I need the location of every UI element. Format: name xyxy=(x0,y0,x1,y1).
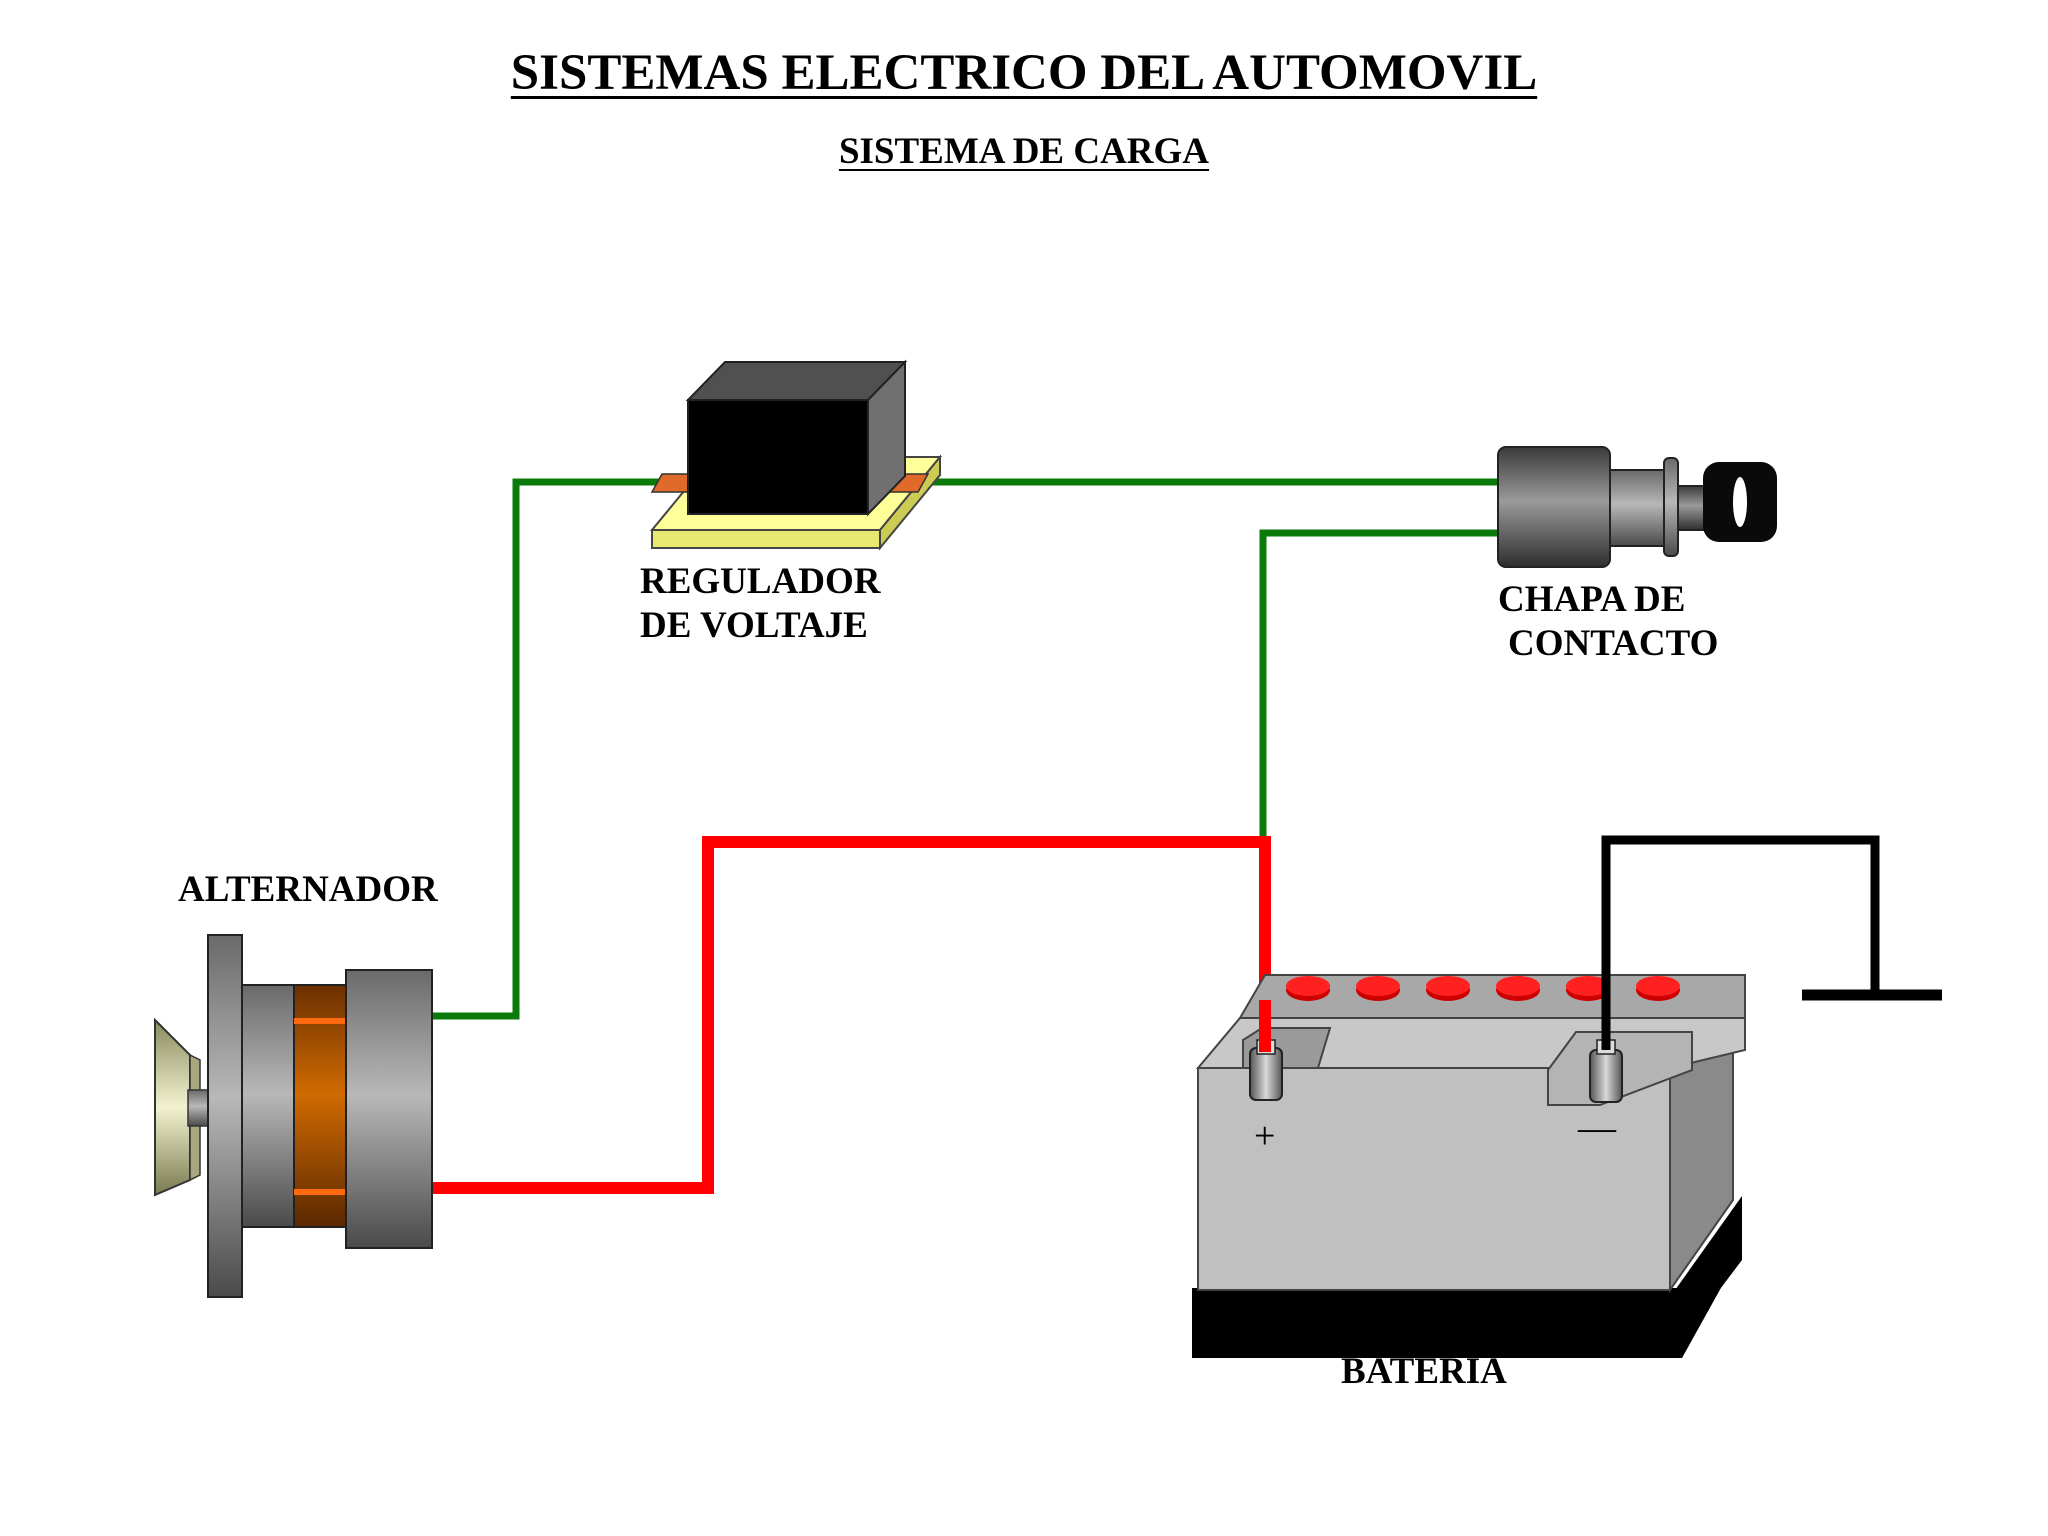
battery: + — xyxy=(1192,973,1746,1358)
page-title: SISTEMAS ELECTRICO DEL AUTOMOVIL xyxy=(510,45,1538,101)
alternator-label: ALTERNADOR xyxy=(178,869,438,910)
wire-ground xyxy=(1601,835,1880,1050)
ignition-switch-label: CHAPA DE CONTACTO xyxy=(1498,579,1719,664)
control-wires xyxy=(428,478,1498,1020)
wire-ignition-to-battery xyxy=(1259,529,1498,842)
page-subtitle: SISTEMA DE CARGA xyxy=(838,131,1210,172)
ignition-switch xyxy=(1497,446,1777,568)
positive-sign: + xyxy=(1254,1115,1275,1157)
wire-alternator-to-regulator xyxy=(428,478,660,1020)
battery-cell-caps xyxy=(1286,976,1680,1001)
battery-label: BATERIA xyxy=(1341,1351,1507,1392)
pulley-icon xyxy=(154,1017,211,1197)
regulator-label: REGULADOR DE VOLTAJE xyxy=(640,561,881,646)
wire-charge-alternator-to-battery xyxy=(428,836,1271,1194)
key-icon xyxy=(1703,462,1777,542)
negative-sign: — xyxy=(1577,1107,1617,1149)
alternator xyxy=(154,934,433,1298)
voltage-regulator xyxy=(649,359,943,551)
